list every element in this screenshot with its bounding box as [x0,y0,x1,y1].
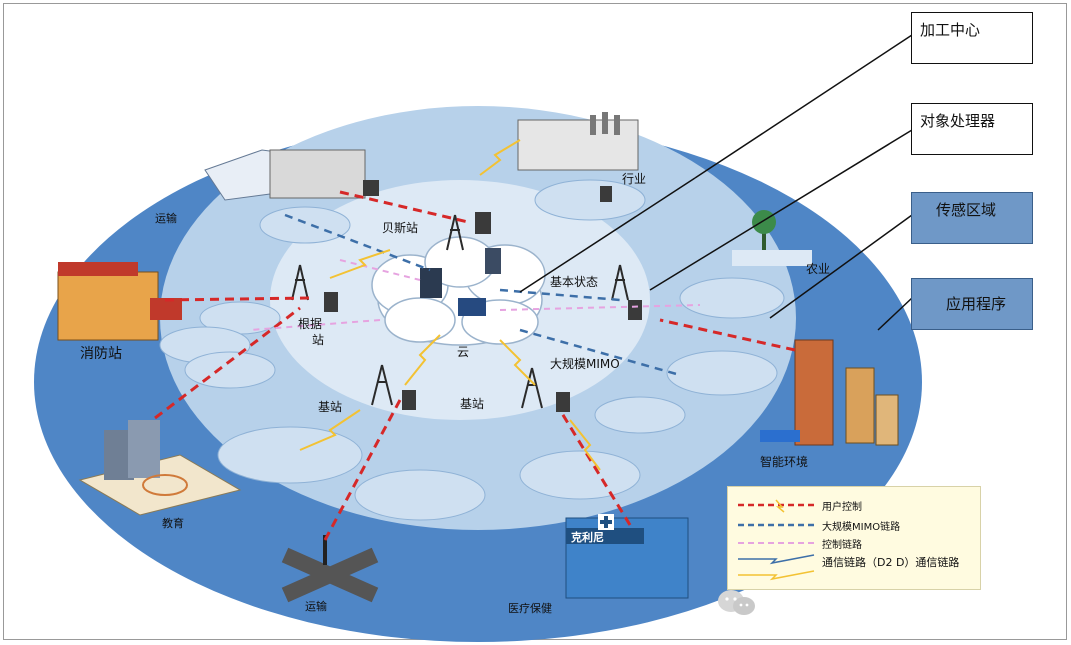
legend-mimo-link-label: 大规模MIMO链路 [822,522,901,533]
label-base-station-center: 基站 [460,397,485,411]
cloud-shape [371,236,546,346]
cloud-servers [420,248,501,316]
label-transport-bottom: 运输 [305,600,327,613]
crossroad-icon [281,535,379,603]
label-cloud: 云 [457,345,470,359]
d2d-links [299,139,601,471]
label-bes-station: 贝斯站 [382,221,419,235]
label-basic-state: 基本状态 [550,275,599,289]
callout-sensing-area: 传感区域 [911,192,1033,244]
legend-d2d-link-label: 通信链路（D2 D）通信链路 [822,556,960,569]
school-icon [78,420,242,516]
label-base-station-left: 基站 [318,400,343,414]
callout-processing-center: 加工中心 [911,12,1033,64]
server-boxes [324,180,642,412]
label-industry: 行业 [622,172,647,186]
wechat-icon [718,590,755,615]
legend: 用户控制 大规模MIMO链路 控制链路 通信链路（D2 D）通信链路 [727,486,981,590]
legend-control-link-label: 控制链路 [822,540,862,551]
label-transport-top: 运输 [155,212,177,225]
label-root-station-2: 站 [312,333,325,347]
callout-leader-lines [519,34,913,331]
fire-station-icon [57,262,182,341]
callout-object-processor: 对象处理器 [911,103,1033,155]
label-agriculture: 农业 [806,262,831,276]
train-icon [204,149,366,201]
label-healthcare: 医疗保健 [508,602,552,615]
label-massive-mimo: 大规模MIMO [550,357,620,371]
callout-application: 应用程序 [911,278,1033,330]
label-fire-station: 消防站 [80,346,122,362]
clinic-icon [565,514,689,599]
control-links [249,259,701,331]
label-root-station-1: 根据 [298,317,323,331]
label-clinic: 克利尼 [571,531,604,544]
label-smart-env: 智能环境 [760,455,809,469]
user-control-links [154,190,796,541]
tower-icons [291,214,629,409]
legend-user-control-label: 用户控制 [822,502,862,513]
city-buildings-icon [760,339,899,446]
label-education: 教育 [162,517,184,530]
factory-icon [517,112,639,171]
cell-ellipses [159,179,785,521]
